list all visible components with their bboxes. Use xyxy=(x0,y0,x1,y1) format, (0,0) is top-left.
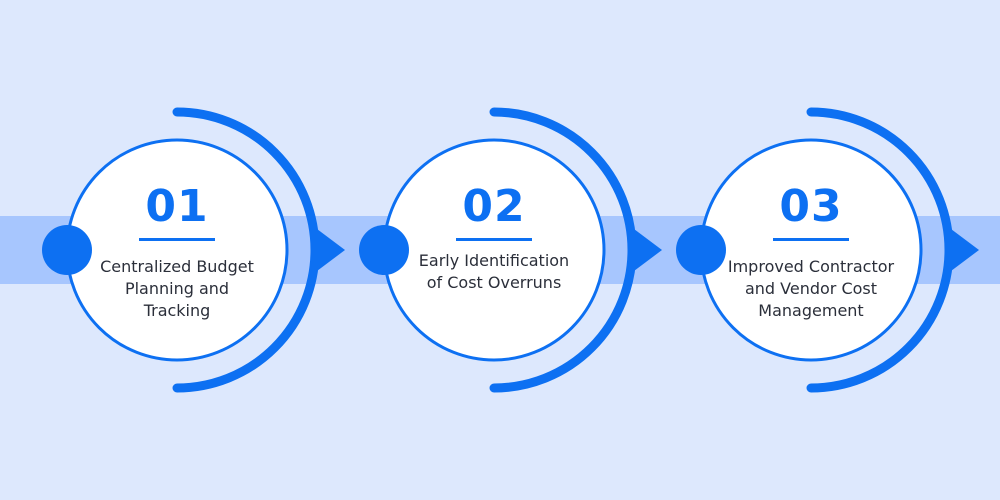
step-3-label-line: Management xyxy=(758,301,864,320)
step-2-number: 02 xyxy=(462,181,526,232)
step-2-arrowhead xyxy=(634,229,662,271)
step-1-number: 01 xyxy=(145,181,209,232)
steps-layer xyxy=(42,107,979,393)
step-2-underline xyxy=(456,238,532,241)
step-1-label-line: Centralized Budget xyxy=(100,257,254,276)
step-1-label-line: Planning and xyxy=(124,279,230,298)
step-1-connector-dot xyxy=(42,225,92,275)
step-3-underline xyxy=(773,238,849,241)
step-3-outer-arc xyxy=(806,107,954,393)
step-1-label-line: Tracking xyxy=(143,301,211,320)
step-1-arrowhead xyxy=(317,229,345,271)
step-3-label-line: Improved Contractor xyxy=(727,257,895,276)
step-3-number: 03 xyxy=(779,181,843,232)
step-1-underline xyxy=(139,238,215,241)
step-3-arrowhead xyxy=(951,229,979,271)
step-1-outer-arc xyxy=(172,107,320,393)
step-3-connector-dot xyxy=(676,225,726,275)
step-2-label: Early Identification of Cost Overruns xyxy=(374,250,614,294)
step-2-connector-dot xyxy=(359,225,409,275)
step-2-outer-arc xyxy=(489,107,637,393)
step-3-label-line: and Vendor Cost xyxy=(744,279,878,298)
step-2-label-line: of Cost Overruns xyxy=(426,273,562,292)
step-2-label-line: Early Identification xyxy=(418,251,570,270)
